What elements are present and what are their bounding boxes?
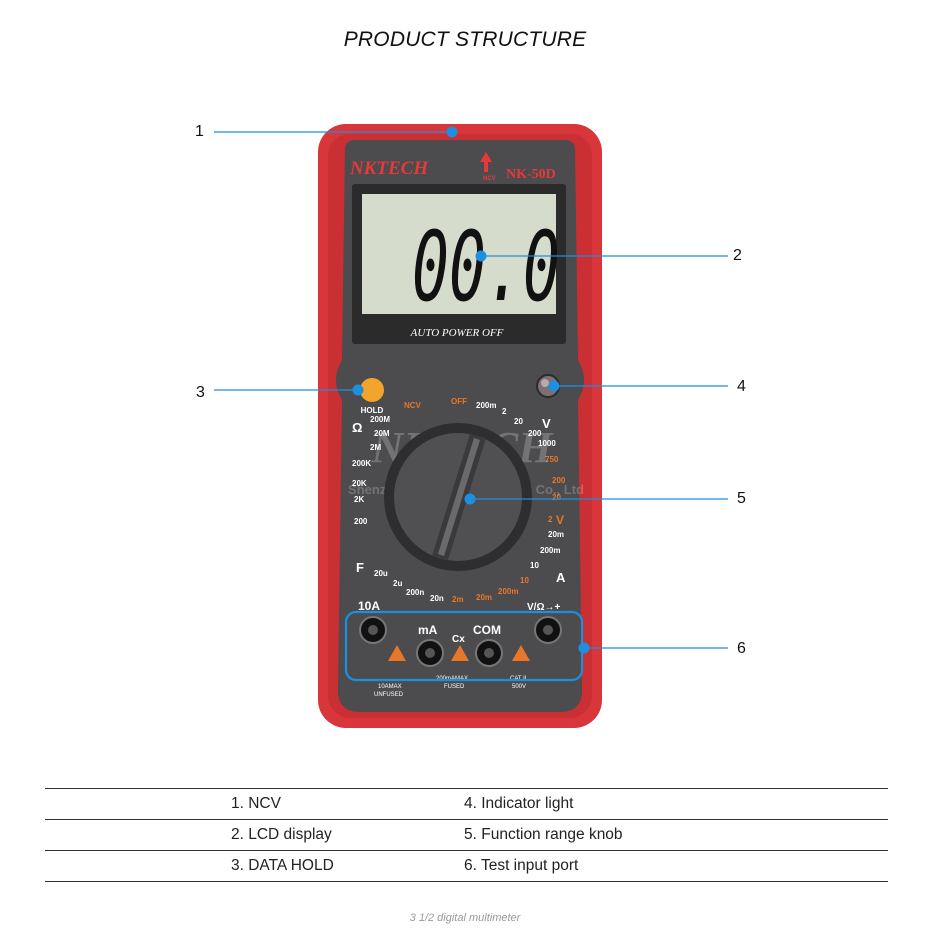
dial-bottom-20n: 20n [430, 594, 444, 603]
page-title: PRODUCT STRUCTURE [343, 28, 587, 51]
unit-amp: A [556, 570, 566, 585]
dial-bottom-2m: 2m [452, 595, 464, 604]
port-label-v: V/Ω→+ [527, 602, 560, 613]
dial-right-20m: 20m [548, 530, 564, 539]
dial-right-1000: 1000 [538, 439, 556, 448]
dial-top-200: 200 [528, 429, 542, 438]
port-com [475, 639, 503, 667]
port-label-cx: Cx [452, 634, 465, 645]
legend-item-ncv: 1. NCV [231, 795, 281, 812]
port-small-fused: FUSED [444, 684, 465, 690]
brand-logo: NKTECH [349, 158, 429, 179]
dial-bottom-2u: 2u [393, 579, 402, 588]
ncv-arrow-icon [480, 152, 492, 172]
callout-number-1: 1 [195, 123, 204, 140]
dial-right-200: 200 [552, 476, 566, 485]
dial-top-20: 20 [514, 417, 523, 426]
callout-dot-1 [446, 126, 458, 138]
port-ma [416, 639, 444, 667]
dial-left-200K: 200K [352, 459, 371, 468]
dial-left-20M: 20M [374, 429, 390, 438]
dial-right-200m: 200m [540, 546, 560, 555]
dial-bottom-200n: 200n [406, 588, 424, 597]
dial-bottom-20u: 20u [374, 569, 388, 578]
footer-caption: 3 1/2 digital multimeter [409, 912, 521, 924]
indicator-light-glare [541, 379, 549, 387]
callout-number-6: 6 [737, 640, 746, 657]
knob-grip-highlight [438, 438, 480, 556]
legend-row: 1. NCV 4. Indicator light [45, 788, 888, 819]
legend-item-data-hold: 3. DATA HOLD [231, 857, 334, 874]
legend-item-indicator-light: 4. Indicator light [464, 795, 574, 812]
callout-dots [352, 126, 590, 654]
ncv-badge: NCV [483, 176, 496, 182]
dial-bottom-20m: 20m [476, 593, 492, 602]
callout-dot-3 [352, 384, 364, 396]
dial-right-2: 2 [548, 515, 553, 524]
dial-ncv: NCV [404, 401, 422, 410]
lcd-caption: AUTO POWER OFF [410, 327, 504, 339]
callout-number-4: 4 [737, 378, 746, 395]
dial-bottom-10: 10 [530, 561, 539, 570]
dial-right-750: 750 [545, 455, 559, 464]
legend-item-test-input-port: 6. Test input port [464, 857, 579, 874]
port-small-unfused: UNFUSED [374, 692, 404, 698]
callout-number-3: 3 [196, 384, 205, 401]
dial-off: OFF [451, 397, 467, 406]
dial-top-200m: 200m [476, 401, 496, 410]
port-v-ohm [534, 616, 562, 644]
callout-number-5: 5 [737, 490, 746, 507]
unit-v-ac: V [556, 513, 564, 527]
dial-left-200M: 200M [370, 415, 390, 424]
port-label-com: COM [473, 623, 501, 637]
hold-label: HOLD [361, 406, 384, 415]
multimeter-diagram: NKTECH NCV NK-50D 00.0 AUTO POWER OFF HO… [214, 124, 728, 728]
model-label: NK-50D [506, 167, 556, 182]
lcd-reading: 00.0 [412, 211, 560, 323]
legend-item-range-knob: 5. Function range knob [464, 826, 623, 843]
warning-triangle-icon [388, 645, 406, 661]
callout-dot-2 [475, 250, 487, 262]
callout-number-2: 2 [733, 247, 742, 264]
callout-dot-6 [578, 642, 590, 654]
port-label-ma: mA [418, 623, 438, 637]
warning-triangle-icon [451, 645, 469, 661]
hold-button [360, 378, 384, 402]
legend-item-lcd-display: 2. LCD display [231, 826, 332, 843]
lcd-display [362, 194, 556, 314]
dial-left-2M: 2M [370, 443, 381, 452]
dial-left-2K: 2K [354, 495, 364, 504]
dial-right-20: 20 [552, 493, 561, 502]
legend-row: 2. LCD display 5. Function range knob [45, 819, 888, 850]
legend-row: 3. DATA HOLD 6. Test input port [45, 850, 888, 882]
port-label-10a: 10A [358, 599, 380, 613]
callout-dot-5 [464, 493, 476, 505]
dial-left-200: 200 [354, 517, 368, 526]
unit-ohm: Ω [352, 420, 362, 435]
port-small-10amax: 10AMAX [378, 684, 402, 690]
unit-farad: F [356, 560, 364, 575]
callout-lines [214, 131, 728, 682]
dial-bottom-200m: 200m [498, 587, 518, 596]
unit-v-dc: V [542, 416, 551, 431]
callout-dot-4 [548, 380, 560, 392]
port-10a [359, 616, 387, 644]
warning-triangle-icon [512, 645, 530, 661]
port-small-500v: 500V [512, 684, 526, 690]
dial-left-20K: 20K [352, 479, 367, 488]
dial-bottom-10a: 10 [520, 576, 529, 585]
dial-top-2: 2 [502, 407, 507, 416]
dial-scale: NCV OFF 200m 2 20 200 Ω 200M 20M 2M 200K… [352, 397, 566, 604]
legend-table: 1. NCV 4. Indicator light 2. LCD display… [45, 788, 888, 882]
